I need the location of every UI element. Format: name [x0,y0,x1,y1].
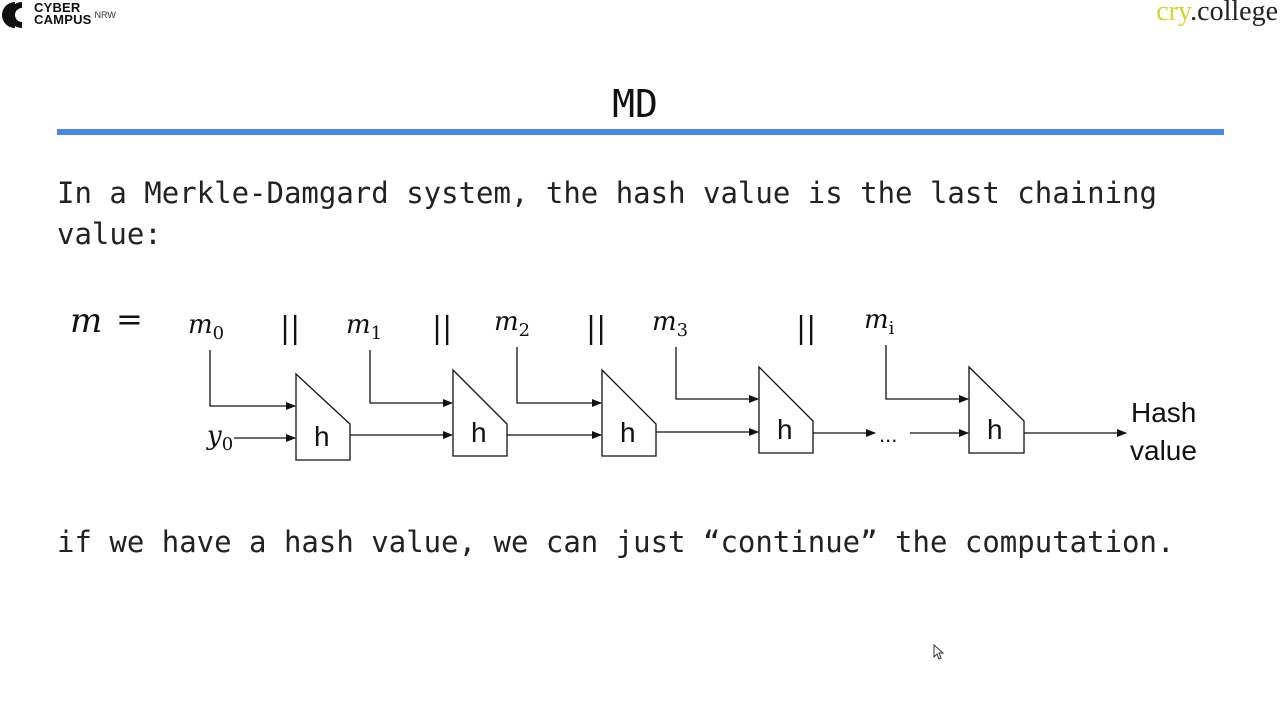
block-label-m0: m0 [188,310,224,344]
h-label-2: h [471,417,487,448]
concat-2: || [432,311,452,346]
slide-title: MD [612,82,658,126]
block-label-m3: m3 [652,307,688,341]
block-label-mi: mi [864,305,895,339]
output-label-line2: value [1130,435,1197,466]
cry-college-logo: cry.college [1156,0,1278,28]
logo-text: CYBER CAMPUS [34,0,92,27]
logo-line-2: CAMPUS [34,12,92,27]
brand-part-1: cry [1156,0,1191,27]
feed-m3 [675,347,759,403]
compression-box-1 [295,372,351,461]
intro-text: In a Merkle-Damgard system, the hash val… [57,176,1157,251]
concat-4: || [796,311,816,346]
cyber-campus-mark-icon [2,2,22,28]
logo-suffix: NRW [94,10,116,20]
compression-box-5 [968,365,1025,454]
logo-line-1: CYBER [34,0,81,15]
compression-box-2 [452,368,508,457]
conclusion-text: if we have a hash value, we can just “co… [57,525,1175,559]
block-label-m1: m1 [346,310,382,344]
h-label-4: h [777,414,793,445]
equals-sign: = [116,300,143,338]
h-label-5: h [987,414,1003,445]
h-label-3: h [620,417,636,448]
mouse-cursor-icon [933,644,945,660]
feed-m2 [516,347,602,407]
concat-1: || [280,311,300,346]
compression-box-3 [601,368,657,457]
cyber-campus-logo: CYBER CAMPUS NRW [0,0,116,32]
title-rule [57,129,1224,135]
concat-3: || [586,311,606,346]
output-label-line1: Hash [1131,397,1196,428]
block-label-m2: m2 [494,307,530,341]
feed-mi [885,345,969,403]
ellipsis: ... [879,422,897,447]
feed-m0 [209,350,296,410]
compression-box-4 [758,365,814,454]
h-label-1: h [314,421,330,452]
message-variable: m [70,301,102,341]
iv-label: y0 [206,421,233,455]
feed-m1 [369,350,453,407]
brand-part-2: .college [1190,0,1278,27]
